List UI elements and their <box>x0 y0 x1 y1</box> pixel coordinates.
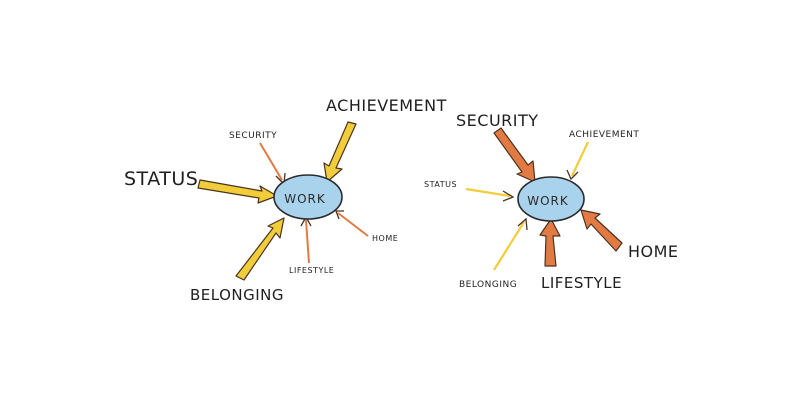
label-home-2: HOME <box>628 242 679 261</box>
label-achievement-2: ACHIEVEMENT <box>569 130 639 140</box>
work-hub-label-2: WORK <box>527 194 569 208</box>
arrow-belonging-2 <box>493 217 528 271</box>
label-belonging-2: BELONGING <box>459 280 517 290</box>
work-hub-2: WORK <box>517 176 585 222</box>
diagram-left: WORK STATUS SECURITY ACHIEVEMENT BELONGI… <box>124 96 447 304</box>
arrow-achievement-2 <box>566 141 589 181</box>
diagram-right: WORK STATUS SECURITY ACHIEVEMENT BELONGI… <box>424 111 679 292</box>
label-achievement: ACHIEVEMENT <box>326 96 447 115</box>
arrow-achievement <box>323 121 357 183</box>
label-status: STATUS <box>124 168 198 190</box>
arrow-home-2 <box>580 209 623 252</box>
label-status-2: STATUS <box>424 180 457 189</box>
work-hub: WORK <box>273 174 343 220</box>
arrow-lifestyle <box>300 215 312 264</box>
arrow-home <box>335 210 369 237</box>
arrow-security-2 <box>493 127 536 183</box>
work-hub-label: WORK <box>284 192 326 206</box>
arrow-status <box>197 179 278 204</box>
label-security-2: SECURITY <box>456 111 539 130</box>
label-security: SECURITY <box>229 131 277 141</box>
arrow-status-2 <box>465 187 515 202</box>
arrow-security <box>259 142 286 186</box>
arrow-belonging <box>235 217 285 281</box>
label-lifestyle: LIFESTYLE <box>289 266 334 275</box>
label-belonging: BELONGING <box>190 286 284 304</box>
label-lifestyle-2: LIFESTYLE <box>541 274 622 292</box>
arrow-lifestyle-2 <box>539 218 561 267</box>
label-home: HOME <box>372 234 398 243</box>
